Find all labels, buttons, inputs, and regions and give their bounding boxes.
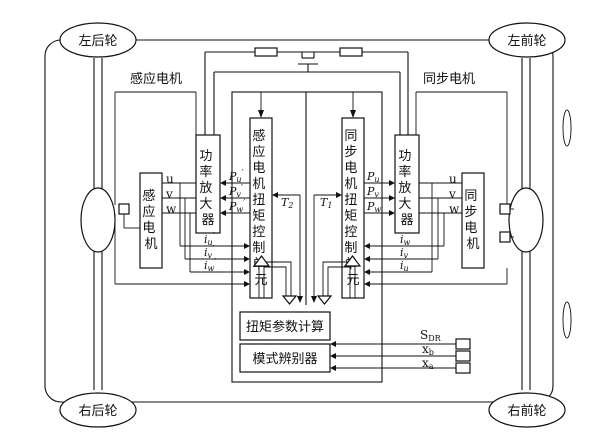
left-p-w-label: Pw′ xyxy=(228,199,245,214)
right-i-w-label: iw xyxy=(400,233,411,247)
right-phase-u: u xyxy=(449,172,457,186)
wheel-front-right: 右前轮 xyxy=(488,392,566,428)
synchronous-leader xyxy=(415,91,508,205)
left-p-v-label: Pv′ xyxy=(228,184,243,199)
right-ellipse-upper xyxy=(562,109,572,147)
xa-label: xa xyxy=(422,356,434,371)
battery xyxy=(298,57,318,72)
t2-label: T2 xyxy=(281,196,293,210)
wheel-front-right-label: 右前轮 xyxy=(507,403,546,419)
right-i-u-label: iu xyxy=(400,259,409,273)
left-power-amplifier: 功 率 放 大 器 xyxy=(195,134,221,234)
input-lines xyxy=(330,338,471,374)
left-phase-w: w xyxy=(166,202,177,216)
wheel-rear-left-label: 左后轮 xyxy=(78,34,117,49)
induction-motor-box-label: 感 应 电 机 xyxy=(142,188,159,252)
right-p-w-label: Pw xyxy=(366,200,381,214)
induction-control-label: 感 应 电 机 扭 矩 控 制 单 元 xyxy=(252,128,269,288)
left-phase-lines xyxy=(161,182,196,272)
chassis-frame xyxy=(44,39,554,403)
left-phase-v: v xyxy=(165,187,173,201)
left-p-u-label: Pu′ xyxy=(228,169,244,184)
induction-torque-control-unit: 感 应 电 机 扭 矩 控 制 单 元 xyxy=(249,117,273,299)
controller-enclosure xyxy=(231,91,383,383)
left-amplifier-label: 功 率 放 大 器 xyxy=(199,149,216,228)
synchronous-motor-box-label: 同 步 电 机 xyxy=(464,189,481,252)
right-return-lines xyxy=(114,218,508,287)
right-hub xyxy=(508,187,544,253)
top-bus xyxy=(204,47,409,135)
synchronous-motor: 同 步 电 机 xyxy=(461,172,485,269)
right-sensor-upper xyxy=(499,203,511,215)
right-p-v-label: Pv xyxy=(366,185,379,199)
right-phase-v: v xyxy=(448,187,456,201)
right-p-u-label: Pu xyxy=(366,170,380,184)
mode-detector-box: 模式辨别器 xyxy=(239,343,331,373)
induction-motor-label: 感应电机 xyxy=(130,71,182,87)
right-current-feedback xyxy=(364,243,444,275)
left-sensor xyxy=(118,203,130,215)
t2-link xyxy=(272,192,303,303)
wheel-front-left-label: 左前轮 xyxy=(507,33,546,49)
synchronous-motor-label: 同步电机 xyxy=(423,72,475,87)
right-power-amplifier: 功 率 放 大 器 xyxy=(394,134,420,234)
right-p-arrows xyxy=(364,180,395,216)
wheel-rear-right-label: 右后轮 xyxy=(78,404,117,419)
wheel-rear-left: 左后轮 xyxy=(59,22,137,58)
right-sensor-lower xyxy=(499,231,511,243)
wheel-rear-right: 右后轮 xyxy=(59,392,137,428)
param-calc-label: 扭矩参数计算 xyxy=(246,319,324,335)
synchronous-torque-control-unit: 同 步 电 机 扭 矩 控 制 单 元 xyxy=(341,117,365,299)
left-i-w-label: iw′ xyxy=(204,258,216,273)
t1-label: T1 xyxy=(320,196,332,210)
wheel-front-left: 左前轮 xyxy=(488,22,566,58)
sdr-label: SDR xyxy=(420,328,442,343)
param-calc-box: 扭矩参数计算 xyxy=(239,311,331,341)
t1-link xyxy=(311,192,342,303)
induction-motor: 感 应 电 机 xyxy=(139,172,163,269)
hollow-arrow-left xyxy=(252,255,298,305)
left-phase-u: u xyxy=(166,172,174,186)
top-feed-arrows xyxy=(258,92,356,118)
right-amplifier-label: 功 率 放 大 器 xyxy=(398,149,415,228)
left-hub xyxy=(80,187,116,253)
left-current-feedback xyxy=(180,243,250,275)
right-ellipse-lower xyxy=(562,301,572,339)
induction-leader xyxy=(114,91,197,205)
right-phase-lines xyxy=(418,182,462,272)
hollow-arrow-right xyxy=(316,255,362,305)
xb-label: xb xyxy=(422,342,434,357)
mode-detector-label: 模式辨别器 xyxy=(252,352,317,367)
left-i-u-label: iu′ xyxy=(204,232,215,247)
left-p-arrows xyxy=(220,180,250,216)
left-i-v-label: iv′ xyxy=(204,245,214,260)
right-phase-w: w xyxy=(449,202,460,216)
right-i-v-label: iv xyxy=(400,246,409,260)
